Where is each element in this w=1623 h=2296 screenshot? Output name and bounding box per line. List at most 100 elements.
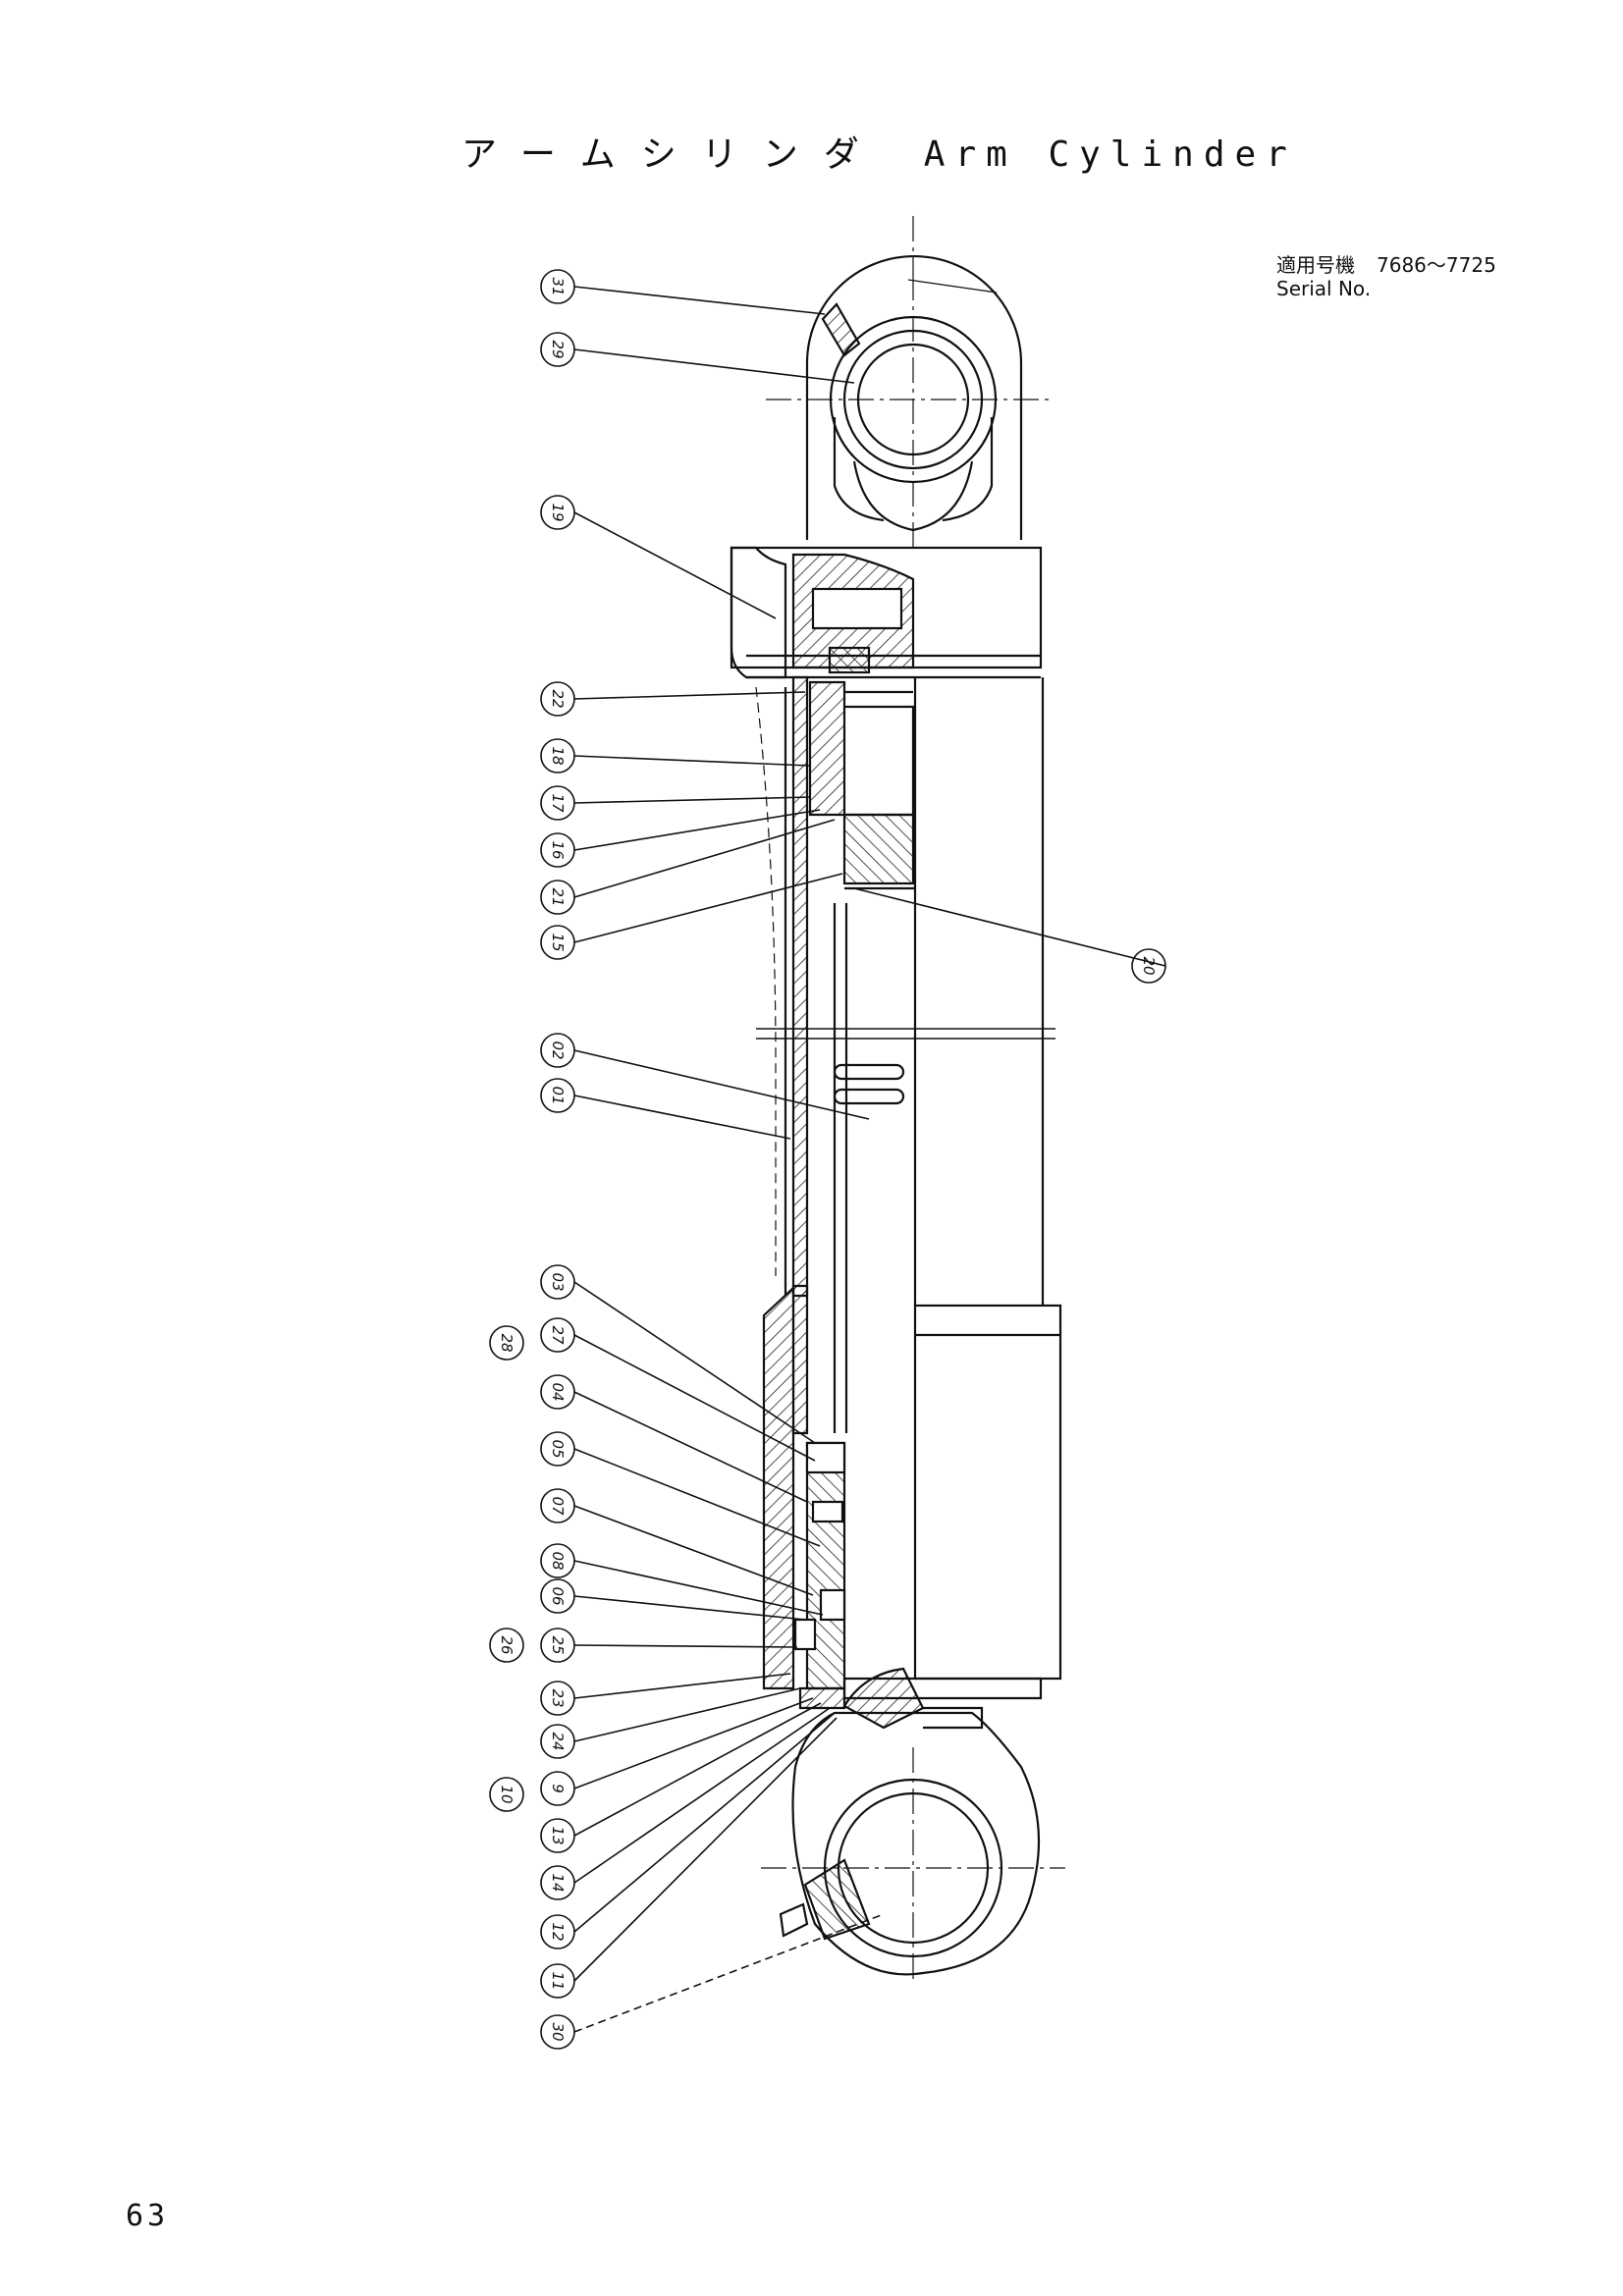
callout-06: 06 (540, 1578, 806, 1621)
callout-leader (573, 819, 836, 898)
callout-leader (573, 1049, 870, 1120)
title-japanese: アームシリンダ (461, 134, 885, 175)
callout-16: 16 (540, 809, 821, 868)
callout-02: 02 (540, 1033, 870, 1120)
callout-leader (573, 1560, 824, 1616)
rod-eye-top (805, 254, 1023, 540)
callout-number: 11 (549, 1971, 567, 1990)
callout-number: 21 (549, 887, 567, 906)
callout-03: 03 (540, 1264, 816, 1444)
cylinder-tube (755, 675, 1055, 1433)
callout-13: 13 (540, 1702, 822, 1853)
callout-23: 23 (540, 1673, 791, 1716)
callout-leader (573, 755, 811, 767)
callout-07: 07 (540, 1488, 814, 1596)
callout-balloon (489, 1325, 524, 1361)
page-number: 63 (126, 2199, 170, 2233)
callout-number: 20 (1140, 956, 1158, 975)
callout-leader (573, 1712, 836, 1933)
title-english: Arm Cylinder (923, 134, 1297, 175)
callout-number: 14 (549, 1873, 567, 1892)
callout-04: 04 (540, 1374, 808, 1503)
callout-number: 18 (549, 746, 567, 765)
callout-12: 12 (540, 1712, 836, 1949)
callout-number: 22 (549, 689, 567, 708)
callout-21: 21 (540, 819, 836, 915)
callout-number: 10 (498, 1785, 515, 1803)
callout-balloon (489, 1777, 524, 1812)
callout-25: 25 (540, 1628, 798, 1663)
callout-leader (573, 796, 811, 804)
model-label-en: Serial No. (1276, 277, 1372, 300)
callout-leader (573, 1448, 821, 1547)
callout-17: 17 (540, 785, 811, 821)
callout-number: 31 (549, 277, 567, 295)
callout-number: 28 (498, 1333, 515, 1352)
callout-leader (853, 887, 1166, 967)
callout-leader (573, 511, 777, 619)
callout-22: 22 (540, 681, 806, 717)
callout-number: 23 (549, 1688, 567, 1707)
callout-leader (573, 1702, 822, 1837)
callout-number: 16 (549, 840, 567, 859)
callout-leader (573, 1095, 791, 1140)
cylinder-bottom (762, 1284, 1062, 1710)
callout-balloon (489, 1628, 524, 1663)
callout-number: 30 (549, 2022, 567, 2041)
callout-26: 26 (489, 1628, 524, 1663)
callout-05: 05 (540, 1431, 821, 1547)
callout-leader (573, 1717, 838, 1982)
applicable-model-block: 適用号機 7686〜7725 Serial No. (1276, 253, 1496, 300)
callout-number: 26 (498, 1635, 515, 1654)
model-range: 7686〜7725 (1377, 253, 1496, 277)
callout-leader (573, 1334, 816, 1462)
callout-leader (573, 1281, 816, 1444)
callout-leader (573, 1707, 831, 1884)
callout-leader (573, 1687, 801, 1742)
callout-number: 12 (549, 1922, 567, 1941)
callout-number: 07 (549, 1496, 567, 1516)
callout-number: 03 (549, 1272, 567, 1291)
callout-leader (573, 1697, 814, 1789)
cylinder-head (730, 546, 1043, 679)
callout-number: 25 (549, 1635, 567, 1654)
callout-08: 08 (540, 1543, 824, 1616)
callout-number: 13 (549, 1826, 567, 1844)
callout-leader (573, 809, 821, 851)
callout-11: 11 (540, 1717, 838, 1999)
callout-29: 29 (540, 332, 855, 384)
callout-20: 20 (853, 887, 1166, 984)
callout-28: 28 (489, 1325, 524, 1361)
callout-19: 19 (540, 495, 777, 619)
callout-number: 24 (549, 1732, 567, 1750)
callout-number: 27 (549, 1325, 567, 1345)
callout-leader (573, 1391, 808, 1503)
model-label-jp: 適用号機 (1276, 253, 1355, 277)
callout-10: 10 (489, 1777, 524, 1812)
callout-leader (573, 691, 806, 700)
callout-24: 24 (540, 1687, 801, 1759)
callout-leader (573, 286, 826, 315)
callout-number: 02 (549, 1041, 567, 1059)
callout-15: 15 (540, 873, 843, 960)
callout-number: 29 (549, 340, 567, 358)
callout-number: 17 (549, 793, 567, 813)
callout-number: 01 (549, 1086, 567, 1104)
callout-number: 05 (549, 1439, 567, 1458)
callout-9: 9 (540, 1697, 814, 1806)
callout-01: 01 (540, 1078, 791, 1140)
callout-leader (573, 1505, 814, 1596)
callout-leader (573, 1595, 806, 1621)
callout-number: 15 (549, 933, 567, 951)
callout-14: 14 (540, 1707, 831, 1900)
callout-leader (573, 873, 843, 943)
callout-number: 08 (549, 1551, 567, 1570)
callout-18: 18 (540, 738, 811, 774)
callout-leader (573, 1644, 798, 1648)
callout-27: 27 (540, 1317, 816, 1462)
callout-30: 30 (540, 1913, 885, 2050)
callout-number: 19 (549, 503, 567, 521)
page-title: アームシリンダ Arm Cylinder (461, 126, 1297, 177)
